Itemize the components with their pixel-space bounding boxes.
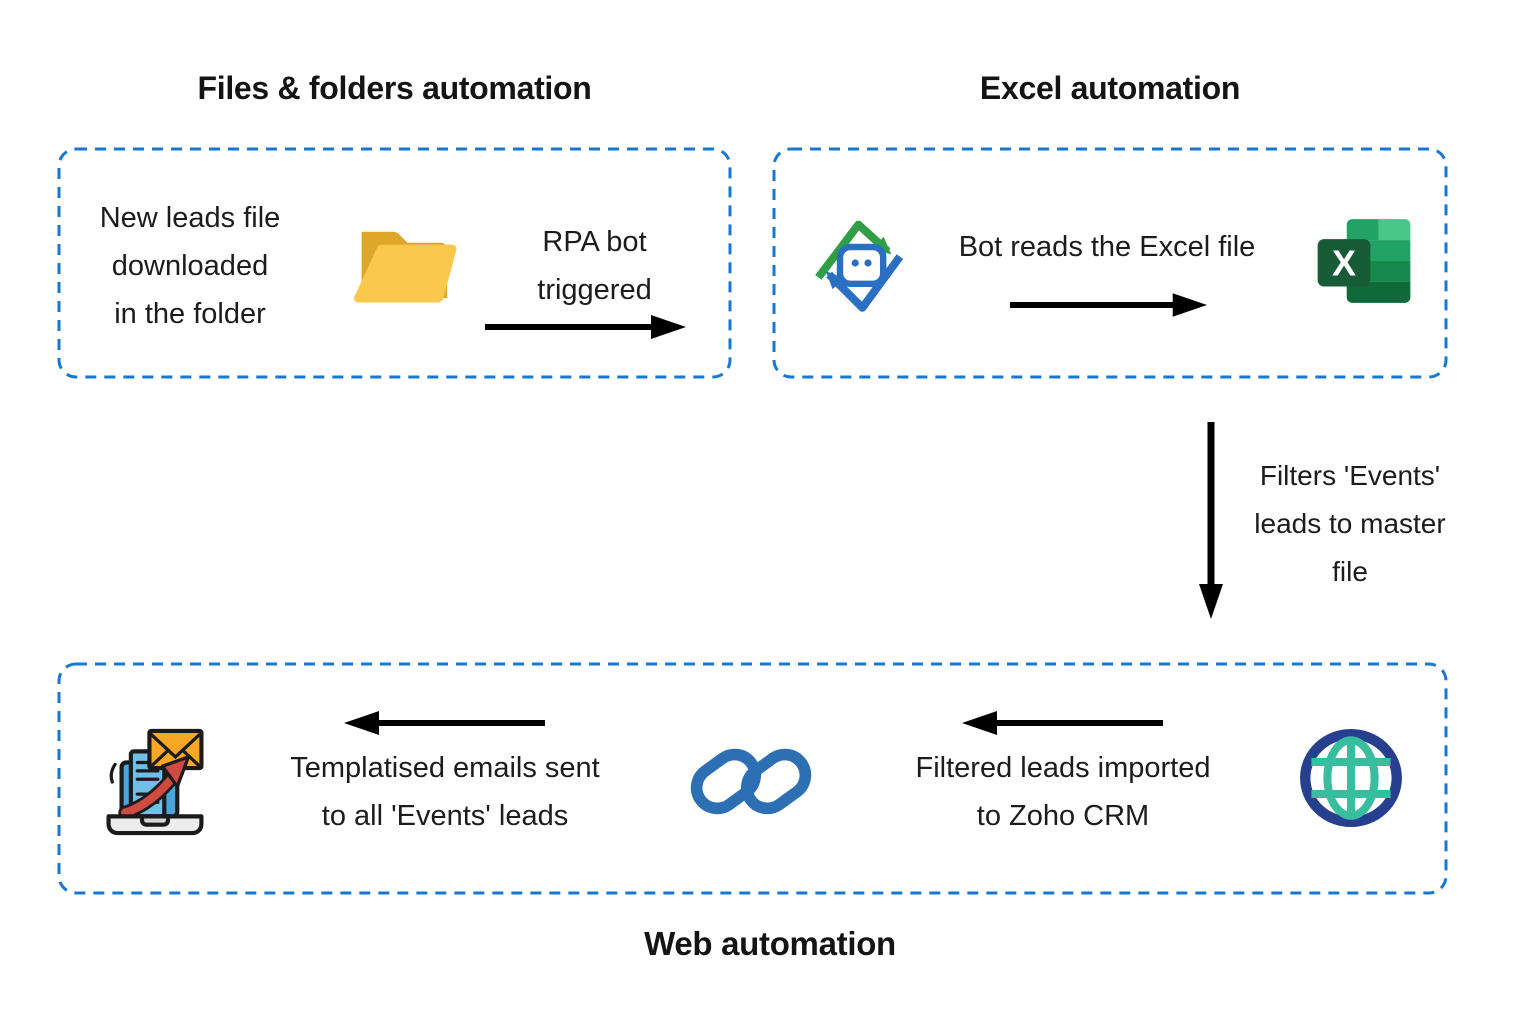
filters-events-text: Filters 'Events' leads to master file bbox=[1240, 452, 1460, 596]
files-folders-box: New leads file downloaded in the folder … bbox=[57, 147, 732, 379]
templatised-emails-line: Templatised emails sent bbox=[290, 752, 600, 784]
zoho-rpa-bot-icon bbox=[815, 220, 904, 312]
rpa-bot-triggered-text: RPA bot triggered bbox=[487, 218, 702, 314]
web-automation-title: Web automation bbox=[644, 925, 896, 962]
filtered-leads-text: Filtered leads imported to Zoho CRM bbox=[879, 744, 1247, 840]
open-folder-icon bbox=[354, 231, 457, 303]
bot-reads-excel-text: Bot reads the Excel file bbox=[958, 231, 1256, 263]
laptop-email-send-icon bbox=[106, 728, 204, 836]
templatised-emails-line: to all 'Events' leads bbox=[321, 800, 569, 832]
new-leads-text-line: New leads file bbox=[99, 202, 281, 234]
excel-x-letter: X bbox=[1332, 242, 1356, 283]
arrow-right-icon bbox=[1009, 293, 1208, 317]
new-leads-text-line: in the folder bbox=[114, 298, 266, 330]
filters-events-line: Filters 'Events' bbox=[1259, 460, 1441, 491]
excel-logo-icon: X bbox=[1317, 219, 1411, 303]
web-automation-box: Templatised emails sent to all 'Events' … bbox=[57, 662, 1448, 895]
filters-events-line: leads to master bbox=[1254, 508, 1446, 539]
rpa-bot-triggered-line: RPA bot bbox=[542, 226, 647, 258]
web-globe-icon bbox=[1300, 728, 1402, 828]
rpa-bot-triggered-line: triggered bbox=[537, 274, 652, 306]
arrow-down-icon bbox=[1199, 422, 1223, 619]
excel-automation-box: Bot reads the Excel file X bbox=[772, 147, 1448, 379]
files-folders-title: Files & folders automation bbox=[197, 70, 592, 106]
filtered-leads-line: Filtered leads imported bbox=[915, 752, 1211, 784]
new-leads-text-line: downloaded bbox=[111, 250, 269, 282]
new-leads-text: New leads file downloaded in the folder bbox=[75, 194, 305, 338]
templatised-emails-text: Templatised emails sent to all 'Events' … bbox=[253, 744, 637, 840]
filters-events-line: file bbox=[1332, 556, 1368, 587]
zoho-crm-logo-icon bbox=[690, 748, 812, 815]
filtered-leads-line: to Zoho CRM bbox=[976, 800, 1150, 832]
arrow-left-icon bbox=[344, 711, 545, 735]
arrow-left-icon bbox=[962, 711, 1163, 735]
excel-automation-title: Excel automation bbox=[979, 70, 1241, 106]
arrow-right-icon bbox=[485, 315, 686, 339]
